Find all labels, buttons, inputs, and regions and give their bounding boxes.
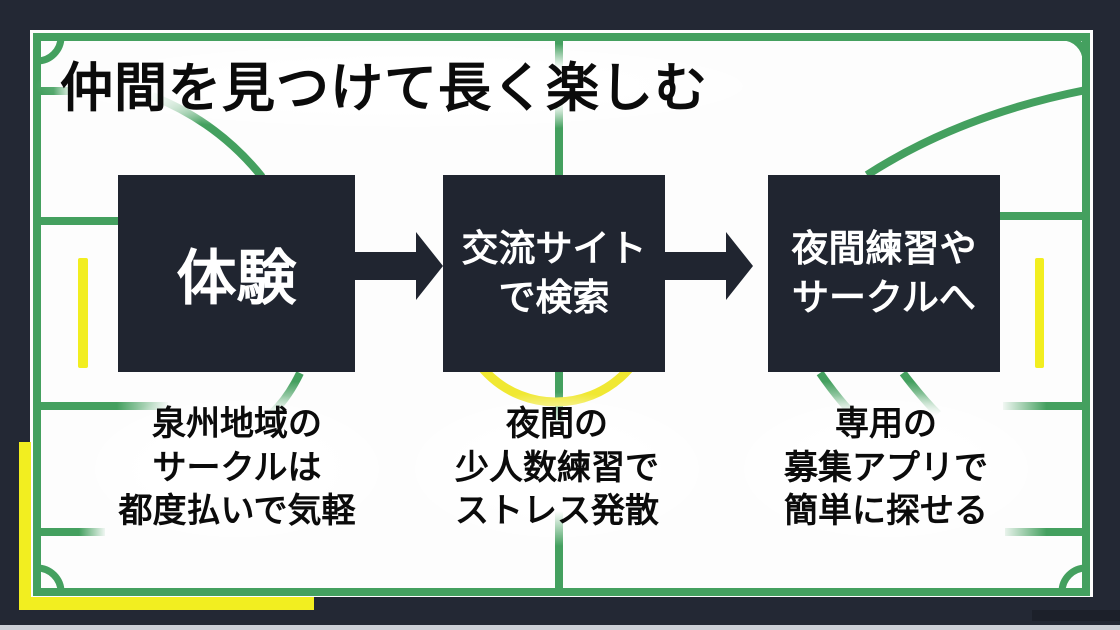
step-box-experience: 体験	[118, 175, 355, 372]
step-caption-2: 夜間の 少人数練習で ストレス発散	[455, 405, 659, 531]
step-caption-3: 専用の 募集アプリで 簡単に探せる	[784, 405, 988, 531]
step-box-night-practice: 夜間練習や サークルへ	[768, 175, 1000, 372]
right-arrow-icon	[355, 232, 443, 300]
right-arrow-icon	[662, 232, 753, 300]
page-title: 仲間を見つけて長く楽しむ	[60, 59, 708, 118]
step-box-search-site: 交流サイト で検索	[443, 175, 665, 372]
arrow-head	[416, 232, 443, 300]
watermark-box	[1032, 610, 1120, 621]
arrow-head	[726, 232, 753, 300]
bottom-edge-strip	[0, 625, 1120, 630]
step-caption-1: 泉州地域の サークルは 都度払いで気軽	[118, 405, 356, 531]
arrow-shaft	[355, 252, 419, 280]
arrow-shaft	[662, 252, 729, 280]
